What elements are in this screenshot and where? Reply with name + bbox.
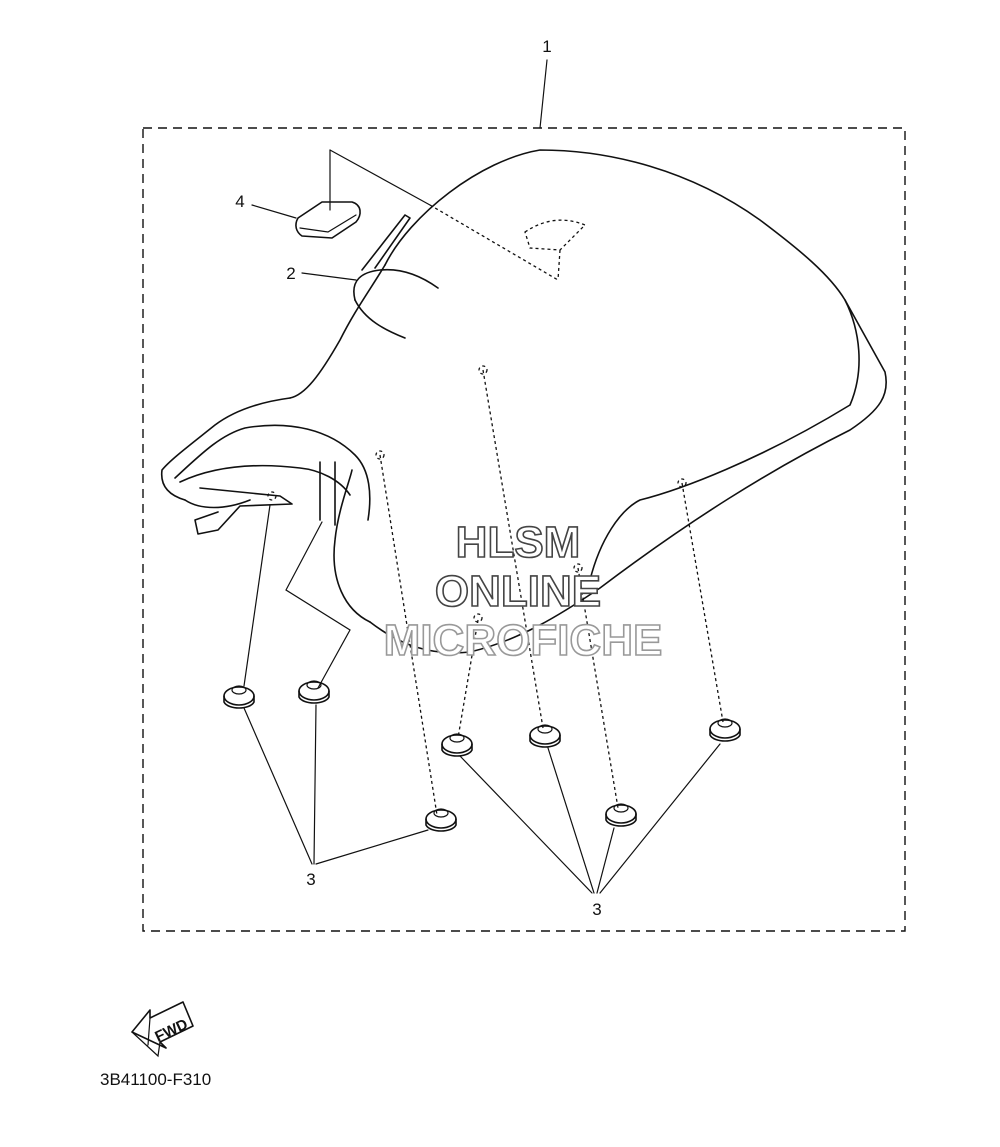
fwd-arrow-icon: FWD: [131, 1001, 194, 1058]
emblem-part: [295, 201, 361, 239]
part-number: 3B41100-F310: [100, 1070, 211, 1089]
kit-boundary: [142, 127, 906, 932]
callout-2: 2: [286, 264, 295, 283]
callout-1: 1: [542, 37, 551, 56]
callout-3-rear: 3: [592, 900, 601, 919]
watermark-line-2: ONLINE: [435, 567, 601, 616]
damper-2: [298, 680, 330, 704]
damper-5: [529, 724, 561, 748]
leader-1: [539, 59, 548, 129]
seat-body: [160, 149, 887, 654]
damper-6: [605, 803, 637, 827]
callout-4: 4: [235, 192, 244, 211]
callout-3-front: 3: [306, 870, 315, 889]
damper-1: [223, 685, 255, 709]
damper-3: [425, 808, 457, 832]
damper-7: [709, 718, 741, 742]
damper-4: [441, 733, 473, 757]
watermark: HLSM ONLINE MICROFICHE: [383, 517, 663, 666]
watermark-line-3: MICROFICHE: [384, 616, 663, 665]
fwd-label: FWD: [152, 1016, 190, 1046]
damper-grommets: [223, 680, 741, 832]
watermark-line-1: HLSM: [456, 518, 581, 567]
